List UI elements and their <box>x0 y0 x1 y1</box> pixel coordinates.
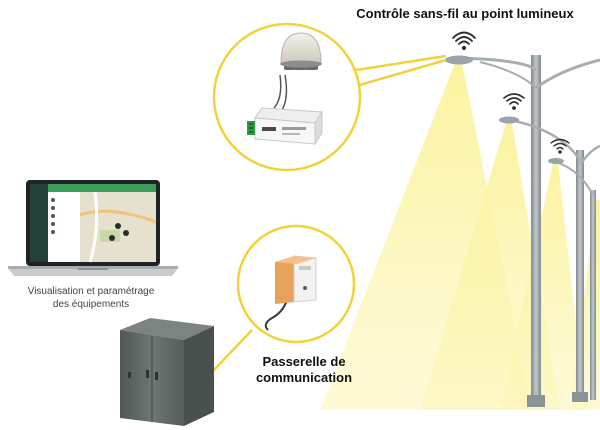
diagram-title: Contrôle sans-fil au point lumineux <box>356 6 574 21</box>
laptop-caption-line2: des équipements <box>52 299 130 310</box>
wifi-icon <box>503 93 525 110</box>
laptop-caption-line1: Visualisation et paramétrage <box>27 286 155 297</box>
callout-connector <box>211 329 253 373</box>
gateway-label-line1: Passerelle de <box>262 354 346 369</box>
street-light-icon <box>445 55 600 407</box>
gateway-label-line2: communication <box>255 370 353 385</box>
controller-module-icon <box>247 107 323 146</box>
wifi-icon <box>452 31 476 51</box>
light-beam <box>500 163 586 410</box>
laptop-icon <box>8 180 178 276</box>
gateway-label: Passerelle de communication <box>244 354 364 386</box>
laptop-caption: Visualisation et paramétrage des équipem… <box>12 285 170 311</box>
wifi-icon <box>550 138 570 154</box>
photocell-sensor-icon <box>273 32 322 111</box>
gateway-device-icon <box>264 255 317 331</box>
street-light-icon <box>548 158 596 400</box>
callout-connector <box>355 54 447 88</box>
electrical-cabinet-icon <box>120 318 214 426</box>
street-light-icon <box>499 116 600 402</box>
